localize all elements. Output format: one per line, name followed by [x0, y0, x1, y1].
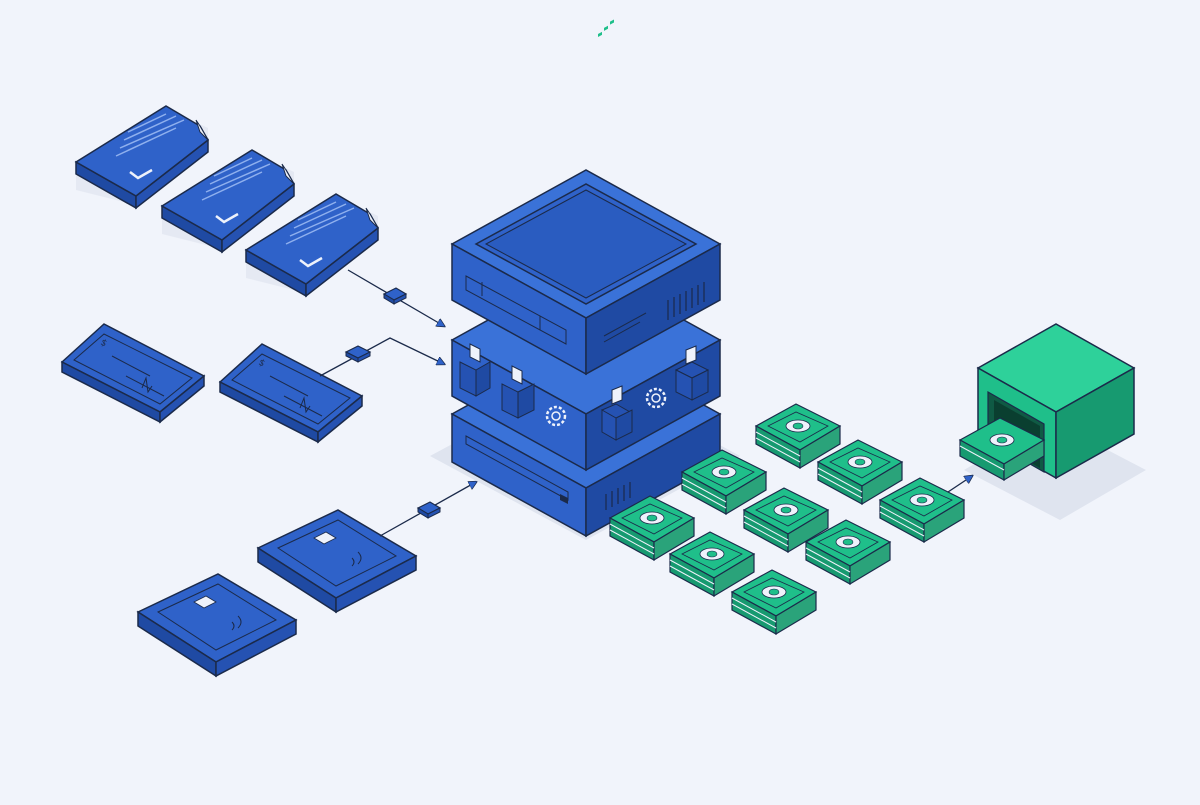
connector-group	[319, 269, 972, 537]
document-check-icon	[244, 193, 379, 298]
banknote-stack-icon	[680, 449, 768, 516]
banknote-stack-group	[608, 403, 966, 636]
credit-card-icon	[256, 509, 418, 614]
bank-check-icon: $	[60, 323, 206, 424]
document-icon	[600, 385, 633, 441]
currency-symbol: $	[257, 358, 267, 370]
connector-arrow	[379, 482, 476, 537]
banknote-stack-icon	[878, 477, 966, 544]
connector-arrow	[947, 476, 972, 493]
banknote-stack-icon	[742, 487, 830, 554]
vault-box-icon	[958, 323, 1146, 520]
banknote-stack-icon	[804, 519, 892, 586]
banknote-stack-icon	[816, 439, 904, 506]
document-check-icon	[160, 149, 295, 254]
gear-icon	[645, 387, 667, 409]
check-group: $ $	[60, 323, 364, 444]
document-check-icon	[74, 105, 209, 210]
banknote-stack-icon	[608, 495, 696, 562]
document-group	[74, 105, 379, 298]
document-icon	[459, 343, 491, 397]
bank-check-icon: $	[218, 343, 364, 444]
banknote-stack-icon	[730, 569, 818, 636]
gear-icon	[545, 405, 567, 427]
banknote-stack-icon	[754, 403, 842, 470]
credit-card-icon	[136, 573, 298, 678]
status-lights	[598, 19, 614, 38]
server-stack-icon	[430, 19, 740, 540]
connector-arrow	[319, 337, 444, 377]
document-icon	[674, 345, 710, 401]
connector-arrow	[347, 269, 444, 326]
currency-symbol: $	[99, 338, 109, 350]
banknote-stack-icon	[668, 531, 756, 598]
server-layer-top	[450, 19, 722, 376]
banknote-stack-icon	[958, 417, 1046, 482]
document-icon	[501, 365, 535, 419]
card-group	[136, 509, 418, 678]
